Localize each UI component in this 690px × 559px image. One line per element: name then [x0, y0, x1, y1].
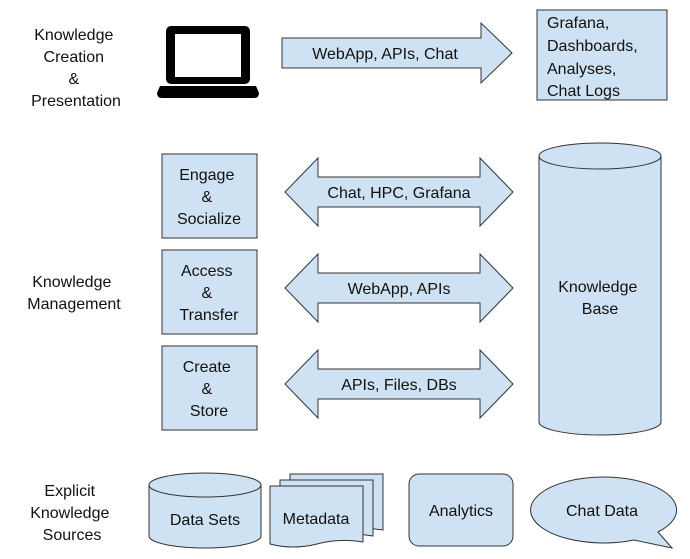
chat-data-label: Chat Data	[566, 503, 638, 520]
double-arrow-chat-hpc-grafana: Chat, HPC, Grafana	[284, 156, 514, 228]
arrow-label: APIs, Files, DBs	[341, 377, 457, 394]
chat-data-bubble: Chat Data	[530, 476, 678, 549]
double-arrow-apis-files-dbs: APIs, Files, DBs	[284, 348, 514, 420]
knowledge-base-cylinder: Knowledge Base	[538, 142, 662, 436]
double-arrow-webapp-apis: WebApp, APIs	[284, 252, 514, 324]
webapp-apis-chat-arrow: WebApp, APIs, Chat	[281, 21, 513, 85]
analytics-label: Analytics	[429, 503, 493, 520]
data-sets-label: Data Sets	[170, 512, 240, 529]
knowledge-base-label: Knowledge Base	[558, 279, 642, 318]
process-box-create-store: Create & Store	[161, 345, 258, 431]
arrow-label: WebApp, APIs	[348, 281, 451, 298]
row-label-explicit-sources: Explicit Knowledge Sources	[30, 483, 114, 544]
row-label-management: Knowledge Management	[27, 274, 121, 313]
presentation-outputs-box: Grafana, Dashboards, Analyses, Chat Logs	[536, 9, 668, 101]
process-box-engage-socialize: Engage & Socialize	[161, 153, 258, 239]
laptop-icon	[157, 26, 259, 98]
process-label: Access & Transfer	[180, 263, 240, 324]
process-label: Create & Store	[183, 359, 235, 420]
row-label-creation: Knowledge Creation & Presentation	[31, 27, 121, 110]
process-label: Engage & Socialize	[177, 167, 241, 228]
analytics-box: Analytics	[408, 473, 514, 547]
presentation-outputs-text: Grafana, Dashboards, Analyses, Chat Logs	[547, 15, 642, 100]
metadata-documents: Metadata	[269, 473, 384, 548]
arrow-label: Chat, HPC, Grafana	[327, 185, 470, 202]
data-sets-cylinder: Data Sets	[148, 472, 262, 549]
metadata-label: Metadata	[283, 511, 350, 528]
process-box-access-transfer: Access & Transfer	[161, 249, 258, 335]
arrow-label: WebApp, APIs, Chat	[312, 46, 458, 63]
